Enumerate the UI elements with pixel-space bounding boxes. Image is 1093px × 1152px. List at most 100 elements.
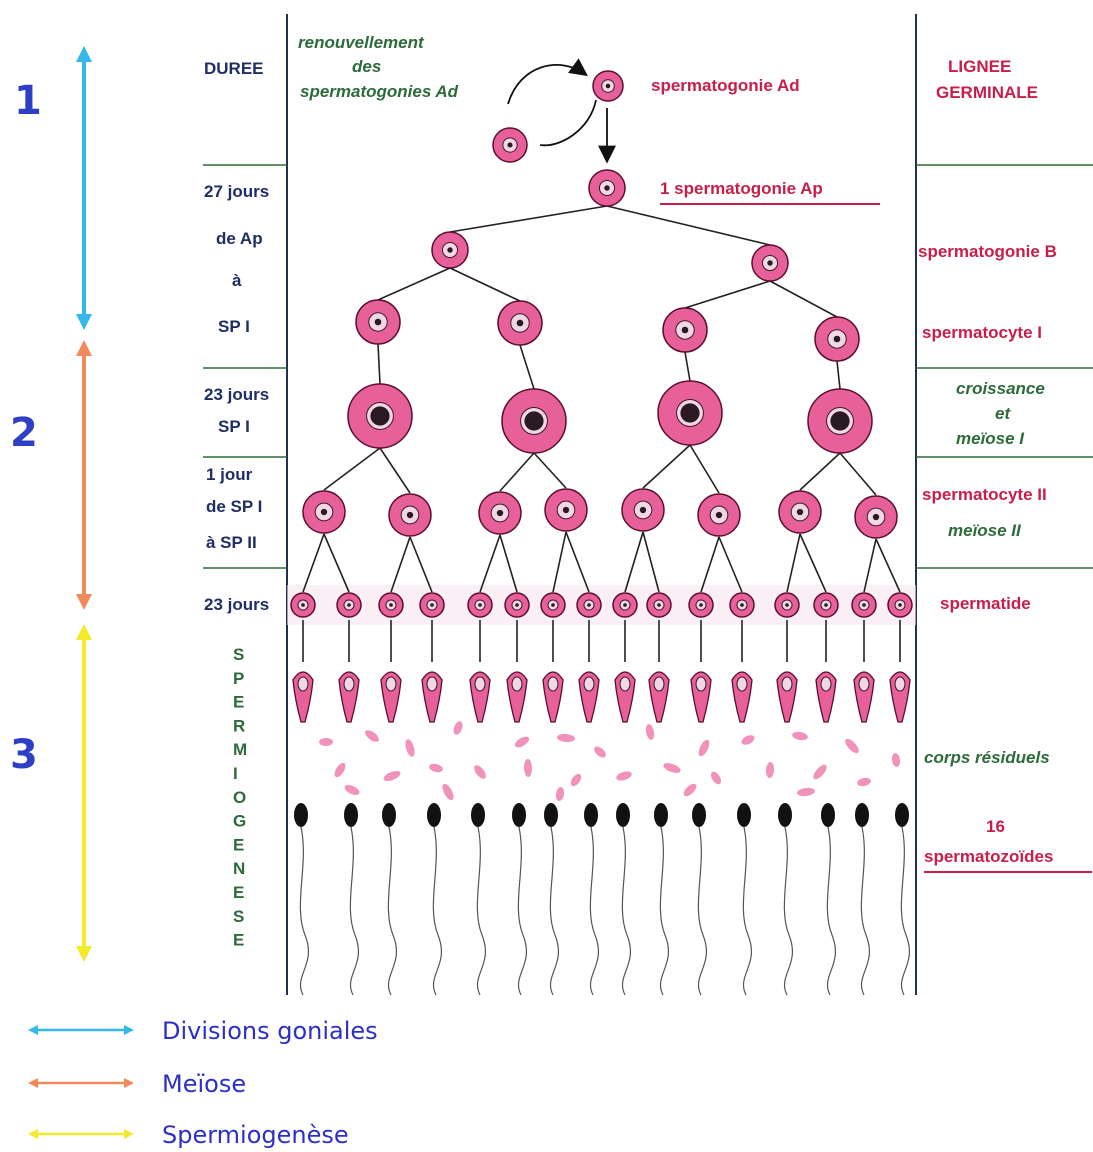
spermatid-cell (729, 592, 755, 618)
elongating-spermatid (338, 671, 360, 723)
spermatid-cell (290, 592, 316, 618)
spermatozoon (471, 803, 487, 996)
residual-body (523, 759, 533, 777)
legend-item-divisions: Divisions goniales (28, 1017, 378, 1045)
phase-number-3: 3 (10, 732, 38, 778)
phase-number-2: 2 (10, 410, 38, 456)
spermatozoon (737, 803, 753, 996)
meiose-2-label: meïose II (948, 521, 1022, 540)
sp2-to-spermatid-connector (323, 533, 350, 593)
spermiogenese-letter: E (233, 931, 244, 950)
legend: Divisions goniales Meïose Spermiogenèse (28, 1017, 378, 1149)
spermatocyte-2-cell (544, 488, 588, 532)
residual-body (683, 783, 697, 797)
residual-body (857, 777, 871, 787)
residual-body (813, 764, 827, 780)
elongating-spermatid (469, 671, 491, 723)
spermiogenese-letter: R (233, 716, 245, 735)
sp2-to-spermatid-connector (700, 536, 720, 593)
spermatid-cell (419, 592, 445, 618)
spermatid-cell (467, 592, 493, 618)
row-meiosis2-line3: à SP II (206, 533, 257, 552)
spermatogonie-b-cell (431, 231, 469, 269)
spermiogenese-letter: O (233, 788, 246, 807)
residual-body (891, 753, 901, 767)
sp1-growth-connector (519, 344, 535, 390)
b-to-sp1-connector (449, 267, 521, 302)
spermiogenese-letter: G (233, 812, 246, 831)
residual-body (645, 724, 655, 740)
elongating-spermatid (815, 671, 837, 723)
residual-body (594, 746, 606, 758)
spermiogenese-letter: P (233, 669, 244, 688)
elongating-spermatid (421, 671, 443, 723)
sp2-to-spermatid-connector (479, 534, 501, 593)
sp1-growth-connector (684, 351, 691, 382)
residual-body (797, 787, 815, 797)
growth-to-sp2-connector (799, 452, 841, 491)
spermatozoon (821, 803, 837, 996)
spermatid-cell (612, 592, 638, 618)
spermatocyte-2-cell (388, 493, 432, 537)
spermatide-label: spermatide (940, 594, 1031, 613)
residual-body (514, 736, 530, 748)
residual-body (319, 738, 333, 746)
spermatozoon (584, 803, 600, 996)
spermatozoon (778, 803, 794, 996)
elongating-spermatid (853, 671, 875, 723)
spermatogonie-ad-cell (592, 70, 624, 102)
row-meiosis2-line1: 1 jour (206, 465, 253, 484)
germ-cells (290, 70, 913, 723)
row-ap-line2: de Ap (216, 229, 263, 248)
residual-body (741, 735, 755, 745)
elongating-spermatid (776, 671, 798, 723)
spermatocyte-1-label: spermatocyte I (922, 323, 1042, 342)
phase-number-1: 1 (14, 78, 42, 124)
lineage-connectors (302, 205, 901, 662)
residual-body (365, 730, 379, 742)
row-ap-line4: SP I (218, 317, 250, 336)
growing-spermatocyte-cell (807, 388, 873, 454)
row-meiosis2-line2: de SP I (206, 497, 262, 516)
residual-body (453, 721, 463, 735)
lignee-line1: LIGNEE (948, 57, 1011, 76)
spermatogonie-b-cell (751, 244, 789, 282)
ap-to-b-connector (606, 205, 771, 246)
legend-label-divisions: Divisions goniales (162, 1017, 378, 1045)
spermatozoon (616, 803, 632, 996)
spermatid-cell (646, 592, 672, 618)
residual-body (570, 773, 582, 787)
elongating-spermatid (542, 671, 564, 723)
sp2-to-spermatid-connector (409, 536, 433, 593)
spermiogenese-letter: E (233, 693, 244, 712)
spermatid-cell (576, 592, 602, 618)
renewal-line1: renouvellement (298, 33, 425, 52)
spermatocyte-2-cell (302, 490, 346, 534)
sp1-growth-connector (836, 360, 841, 390)
sp2-to-spermatid-connector (642, 531, 660, 593)
sp2-to-spermatid-connector (552, 531, 567, 593)
ap-to-b-connector (449, 205, 608, 233)
spermatid-cell (887, 592, 913, 618)
spermatid-cell (774, 592, 800, 618)
growth-to-sp2-connector (642, 444, 691, 489)
growth-to-sp2-connector (499, 452, 535, 492)
residual-body (344, 785, 360, 795)
spermatid-cell (851, 592, 877, 618)
growth-to-sp2-connector (379, 447, 411, 494)
residual-body (845, 738, 859, 754)
spermatocyte-1-cell (814, 316, 860, 362)
residual-body (765, 762, 775, 778)
legend-label-spermiogenese: Spermiogenèse (162, 1121, 349, 1149)
spermatozoon (895, 803, 911, 996)
renewed-ad-cell (492, 127, 528, 163)
spermiogenese-letter: S (233, 907, 244, 926)
renewal-arrow-top (507, 58, 588, 105)
elongating-spermatid (506, 671, 528, 723)
sp2-to-spermatid-connector (499, 534, 518, 593)
spermatozoon (692, 803, 708, 996)
croissance-line3: meïose I (956, 429, 1025, 448)
residual-body (405, 739, 415, 757)
